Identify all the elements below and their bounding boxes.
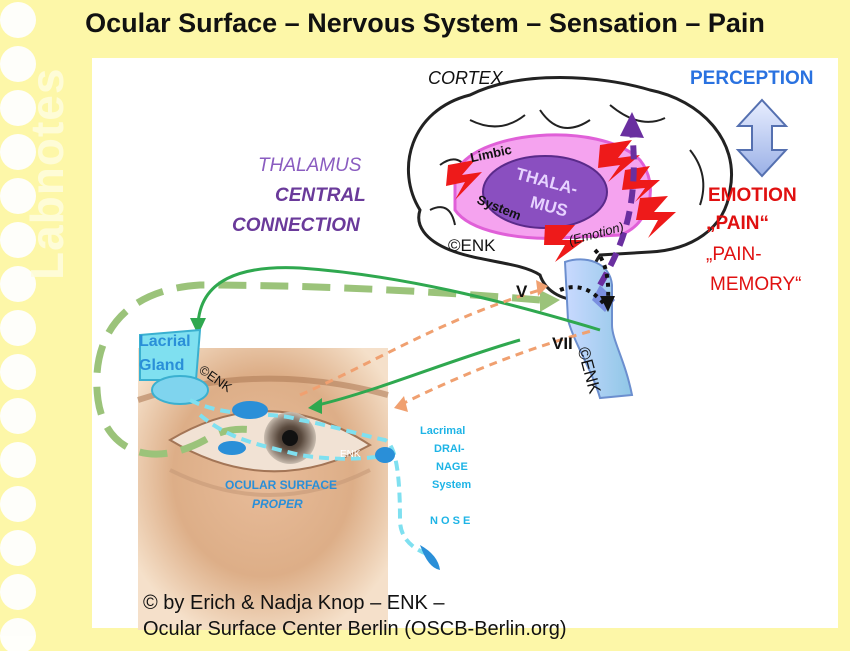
ocular-surface-label: OCULAR SURFACE	[225, 478, 338, 492]
page-title: Ocular Surface – Nervous System – Sensat…	[85, 8, 765, 38]
central-label: CENTRAL	[275, 185, 366, 206]
pain-memory-label-1: „PAIN-	[706, 244, 762, 265]
nose-label: N O S E	[430, 515, 471, 527]
connection-label: CONNECTION	[232, 215, 360, 236]
lacrial-label-2: Gland	[139, 357, 185, 374]
drainage-label-2: DRAI-	[434, 443, 465, 455]
enk-brain-label: ©ENK	[448, 236, 496, 255]
watermark: Labnotes	[21, 67, 73, 280]
pain-memory-label-2: MEMORY“	[710, 274, 802, 295]
emotion-label: EMOTION	[708, 185, 797, 206]
cortex-label: CORTEX	[428, 68, 503, 88]
orange-arrows	[299, 288, 596, 407]
brain	[406, 76, 733, 302]
ascending-path	[597, 112, 644, 287]
nerve-vii-label: VII	[552, 334, 573, 353]
lightgreen-loop	[93, 281, 560, 458]
credit-line-1: © by Erich & Nadja Knop – ENK –	[143, 592, 445, 614]
perception-label: PERCEPTION	[690, 68, 814, 89]
green-arrows	[196, 266, 601, 407]
lacrimal-gland	[139, 328, 209, 405]
drainage-label-1: Lacrimal	[420, 425, 466, 437]
green-arrowhead-2	[308, 398, 322, 414]
drainage-label-4: System	[432, 479, 472, 491]
tear-flow	[189, 398, 440, 570]
pain-label: „PAIN“	[706, 213, 769, 234]
enk-small-label: ENK	[340, 449, 361, 460]
lacrial-label-1: Lacrial	[139, 333, 191, 350]
drainage-label-3: NAGE	[436, 461, 468, 473]
nerve-v-label: V	[516, 282, 528, 301]
credit-line-2: Ocular Surface Center Berlin (OSCB-Berli…	[143, 618, 567, 640]
perception-arrow	[735, 98, 789, 178]
green-arrowhead-1	[190, 318, 206, 335]
orange-arrowhead-1	[536, 280, 548, 296]
notebook-holes	[0, 2, 36, 651]
orange-arrowhead-2	[394, 396, 408, 412]
thalamus-label: THALAMUS	[258, 155, 362, 176]
proper-label: PROPER	[252, 497, 303, 511]
brainstem-dotted-path	[559, 248, 615, 312]
